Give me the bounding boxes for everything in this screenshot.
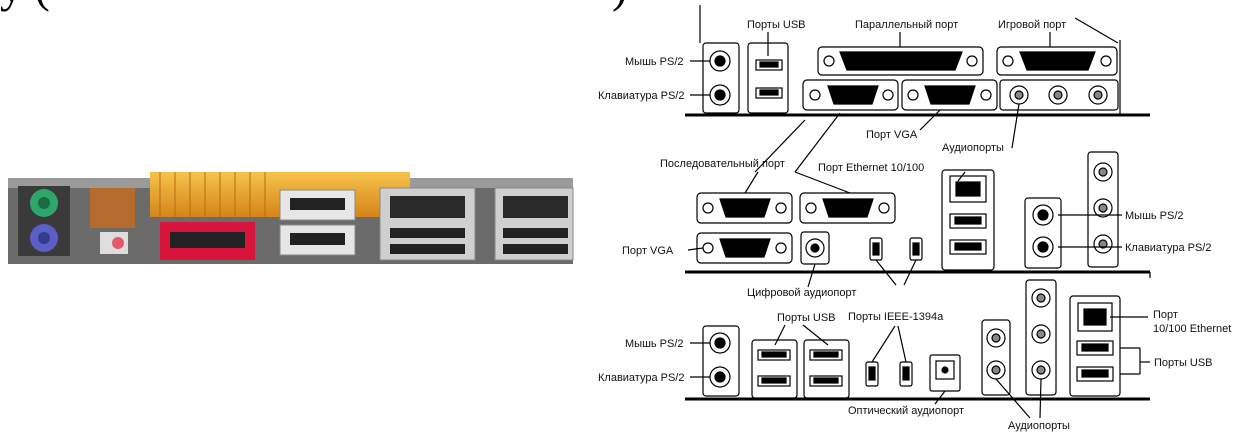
label-parallel-port: Параллельный порт — [855, 19, 958, 31]
label-port-ethernet-line2: 10/100 Ethernet — [1153, 323, 1231, 335]
panel-3-labels: Порты USB Порты IEEE-1394a Мышь PS/2 Кла… — [598, 309, 1231, 432]
label-vga-port-1: Порт VGA — [866, 129, 918, 141]
panel-3 — [685, 279, 1150, 419]
label-digital-audio: Цифровой аудиопорт — [747, 287, 856, 299]
label-keyboard-ps2-1: Клавиатура PS/2 — [598, 90, 685, 102]
panel-1 — [685, 5, 1150, 149]
label-mouse-ps2-3: Мышь PS/2 — [625, 338, 684, 350]
label-audio-ports-1: Аудиопорты — [942, 142, 1004, 154]
label-audio-ports-2: Аудиопорты — [1008, 420, 1070, 432]
label-vga-port-2: Порт VGA — [622, 245, 674, 257]
top-text-fragment: у ( — [0, 0, 50, 13]
label-keyboard-ps2-2: Клавиатура PS/2 — [1125, 242, 1212, 254]
label-ethernet-port: Порт Ethernet 10/100 — [818, 162, 924, 174]
label-usb-ports-right: Порты USB — [1154, 357, 1213, 369]
top-fragment-left: у ( — [0, 0, 50, 12]
panel-1-labels: Порты USB Параллельный порт Игровой порт… — [598, 19, 1066, 154]
motherboard-photo — [8, 172, 574, 264]
label-usb-ports-bottom: Порты USB — [777, 312, 836, 324]
panel-2 — [685, 112, 1151, 288]
label-optical-audio: Оптический аудиопорт — [848, 405, 964, 417]
label-game-port: Игровой порт — [998, 19, 1066, 31]
label-mouse-ps2-1: Мышь PS/2 — [625, 56, 684, 68]
label-ieee-ports: Порты IEEE-1394a — [848, 311, 944, 323]
label-usb-ports-top: Порты USB — [747, 19, 806, 31]
label-mouse-ps2-2: Мышь PS/2 — [1125, 210, 1184, 222]
panel-2-labels: Последовательный порт Порт Ethernet 10/1… — [622, 158, 1212, 299]
label-keyboard-ps2-3: Клавиатура PS/2 — [598, 372, 685, 384]
label-port-ethernet-line1: Порт — [1153, 309, 1178, 321]
top-fragment-right: ) — [612, 0, 627, 13]
label-serial-port: Последовательный порт — [660, 158, 785, 170]
